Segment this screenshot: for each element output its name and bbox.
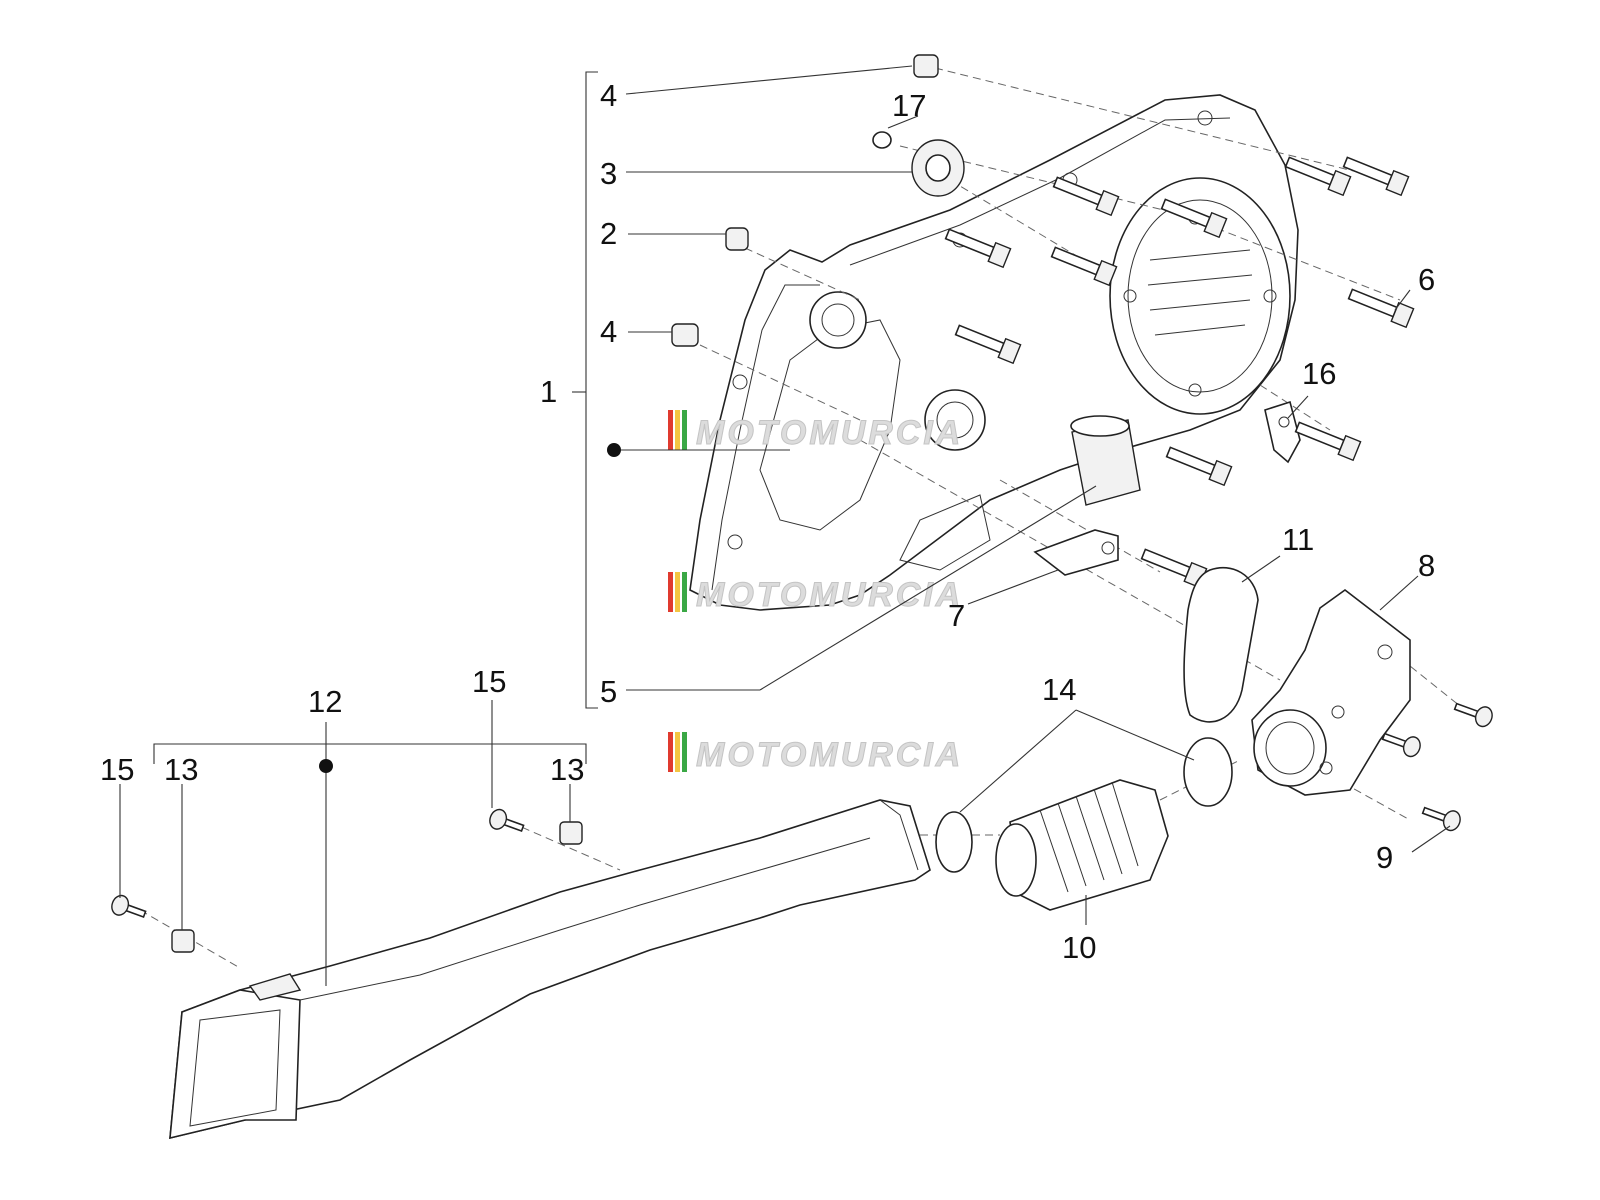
callout-13-left: 13: [164, 752, 198, 787]
callout-17: 17: [892, 88, 926, 123]
callout-2: 2: [600, 216, 617, 251]
bullet-dot-group-12: [319, 759, 333, 773]
bullet-dot-group-1: [607, 443, 621, 457]
transmission-cover: [689, 94, 1299, 611]
callout-16: 16: [1302, 356, 1336, 391]
callout-3: 3: [600, 156, 617, 191]
part-11-gasket: [1183, 566, 1259, 723]
part-12-air-duct: [169, 799, 931, 1140]
watermark-stripe-red: [668, 732, 673, 772]
callout-9: 9: [1376, 840, 1393, 875]
watermark-text: MOTOMURCIA: [696, 736, 963, 774]
part-8-intake-housing: [1251, 589, 1411, 796]
watermark-stripe-yellow: [675, 410, 680, 450]
callout-1: 1: [540, 374, 557, 409]
watermark-1: MOTOMURCIA: [668, 410, 963, 453]
watermark-stripe-red: [668, 410, 673, 450]
callout-15-right: 15: [472, 664, 506, 699]
callout-4-upper: 4: [600, 78, 617, 113]
part-2-bushing: [725, 227, 749, 251]
watermark-stripe-green: [682, 410, 687, 450]
watermark-2: MOTOMURCIA: [668, 572, 963, 615]
callout-7: 7: [948, 598, 965, 633]
part-10-bellows: [995, 779, 1169, 911]
callout-12: 12: [308, 684, 342, 719]
leader-lines: [119, 65, 1451, 986]
watermark-stripe-yellow: [675, 732, 680, 772]
cover-bolts: [944, 156, 1415, 589]
part-13-clips: [171, 821, 583, 953]
part-5-sleeve: [1070, 415, 1141, 506]
watermark-3: MOTOMURCIA: [668, 732, 963, 775]
part-4-lower-dowel: [671, 323, 699, 347]
callout-13-right: 13: [550, 752, 584, 787]
part-3-bearing: [911, 139, 965, 197]
part-4-upper-dowel: [913, 54, 939, 78]
watermark-text: MOTOMURCIA: [696, 414, 963, 452]
watermark-stripe-green: [682, 732, 687, 772]
watermark-text: MOTOMURCIA: [696, 576, 963, 614]
watermark-stripe-red: [668, 572, 673, 612]
watermark-stripe-yellow: [675, 572, 680, 612]
small-screws: [111, 702, 1493, 919]
callout-8: 8: [1418, 548, 1435, 583]
part-14-clamps: [935, 737, 1233, 873]
callout-14: 14: [1042, 672, 1076, 707]
callout-6: 6: [1418, 262, 1435, 297]
part-17-seal-ring: [872, 131, 892, 149]
group-1-bracket: [572, 71, 598, 709]
group-12-bracket: [153, 722, 587, 764]
callout-labels: 4 17 3 2 4 1 5 6 16 7 11 8 9 10 14 12 15…: [100, 78, 1435, 965]
part-7-bracket: [1033, 529, 1119, 576]
watermark-stripe-green: [682, 572, 687, 612]
callout-15-left: 15: [100, 752, 134, 787]
part-16-clip: [1264, 400, 1301, 464]
callout-4-lower: 4: [600, 314, 617, 349]
callout-11: 11: [1282, 522, 1314, 557]
callout-5: 5: [600, 674, 617, 709]
callout-10: 10: [1062, 930, 1096, 965]
